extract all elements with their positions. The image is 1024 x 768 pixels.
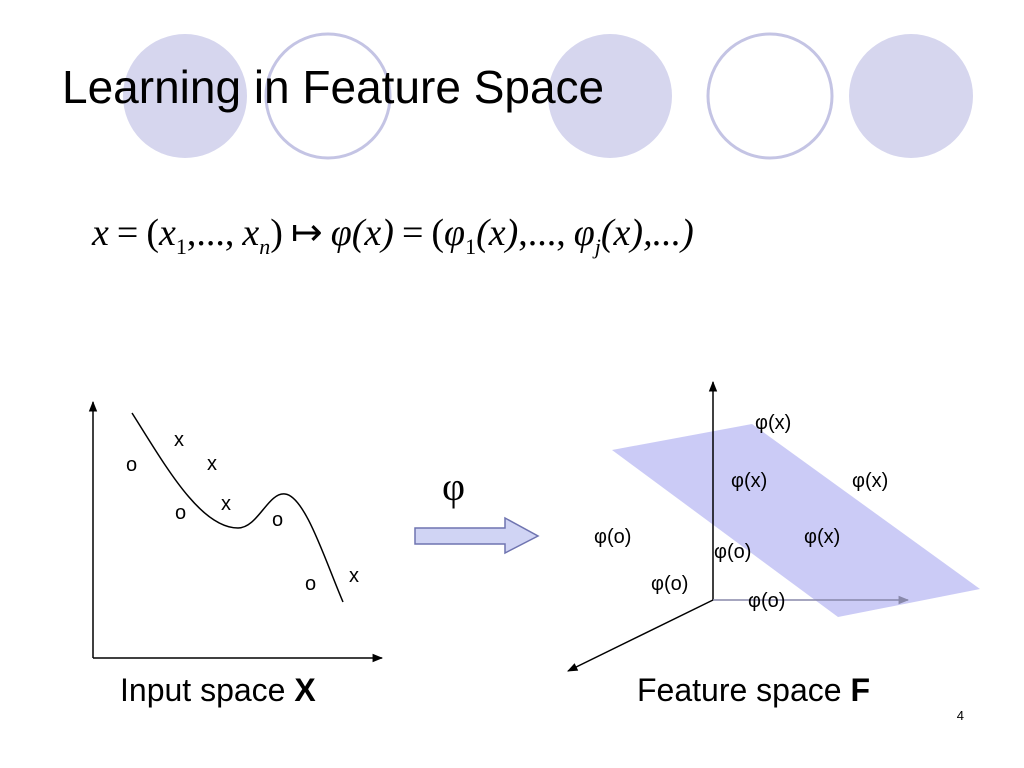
mapping-arrow-icon — [414, 516, 540, 555]
formula-phi1: φ — [444, 212, 466, 254]
input-point: o — [272, 509, 283, 531]
deco-circle-3 — [548, 34, 672, 158]
mapping-phi-symbol: φ — [442, 464, 465, 509]
feature-space-caption-text: Feature space — [637, 672, 851, 708]
separating-hyperplane — [612, 424, 980, 617]
feature-point: φ(x) — [804, 526, 840, 548]
formula-close: ) — [270, 212, 283, 254]
input-point: x — [221, 493, 231, 515]
input-point: x — [207, 453, 217, 475]
feature-space-symbol: F — [850, 672, 870, 708]
formula-open: ( — [146, 212, 159, 254]
formula-dots2: ,..., — [518, 212, 566, 254]
formula-x: x — [92, 212, 109, 254]
formula-eq2: = — [401, 212, 424, 254]
feature-space-caption: Feature space F — [637, 674, 870, 706]
formula-phi1-arg: (x) — [476, 212, 519, 254]
formula-phij-arg: (x),...) — [600, 212, 694, 254]
input-space-caption: Input space X — [120, 674, 316, 706]
formula-sub-phi1: 1 — [465, 234, 477, 259]
input-point: o — [175, 502, 186, 524]
formula-phij: φ — [573, 212, 595, 254]
formula-xn: x — [242, 212, 260, 254]
feature-point: φ(x) — [852, 470, 888, 492]
formula-open2: ( — [431, 212, 445, 254]
formula-sub-phij: j — [594, 234, 601, 259]
page-number: 4 — [956, 708, 964, 723]
decorative-circles — [123, 32, 973, 160]
decision-boundary-curve — [131, 412, 344, 603]
feature-point: φ(o) — [748, 590, 785, 612]
formula-phi: φ — [330, 212, 352, 254]
deco-circle-2 — [264, 32, 392, 160]
formula-dots: ,..., — [186, 212, 235, 254]
deco-circle-5 — [849, 34, 973, 158]
input-space-symbol: X — [294, 672, 316, 708]
feature-point: φ(o) — [651, 573, 688, 595]
formula-mapsto: ↦ — [290, 212, 323, 254]
formula-eq: = — [116, 212, 139, 254]
formula-sub-n: n — [259, 234, 271, 259]
feature-y-axis — [567, 599, 714, 672]
formula-x1: x — [158, 212, 176, 254]
slide-title: Learning in Feature Space — [62, 61, 605, 113]
mapping-formula: x=(x1,...,xn)↦φ(x)=(φ1(x),...,φj(x),...) — [92, 214, 694, 258]
deco-circle-4 — [706, 32, 834, 160]
formula-sub-1: 1 — [175, 234, 187, 259]
input-point: o — [305, 573, 316, 595]
deco-circle-1 — [123, 34, 247, 158]
formula-phi-arg: (x) — [351, 212, 394, 254]
feature-point: φ(x) — [755, 412, 791, 434]
feature-point: φ(x) — [731, 470, 767, 492]
input-space-caption-text: Input space — [120, 672, 295, 708]
input-point: o — [126, 454, 137, 476]
feature-point: φ(o) — [714, 541, 751, 563]
feature-point: φ(o) — [594, 526, 631, 548]
input-point: x — [349, 565, 359, 587]
input-point: x — [174, 429, 184, 451]
